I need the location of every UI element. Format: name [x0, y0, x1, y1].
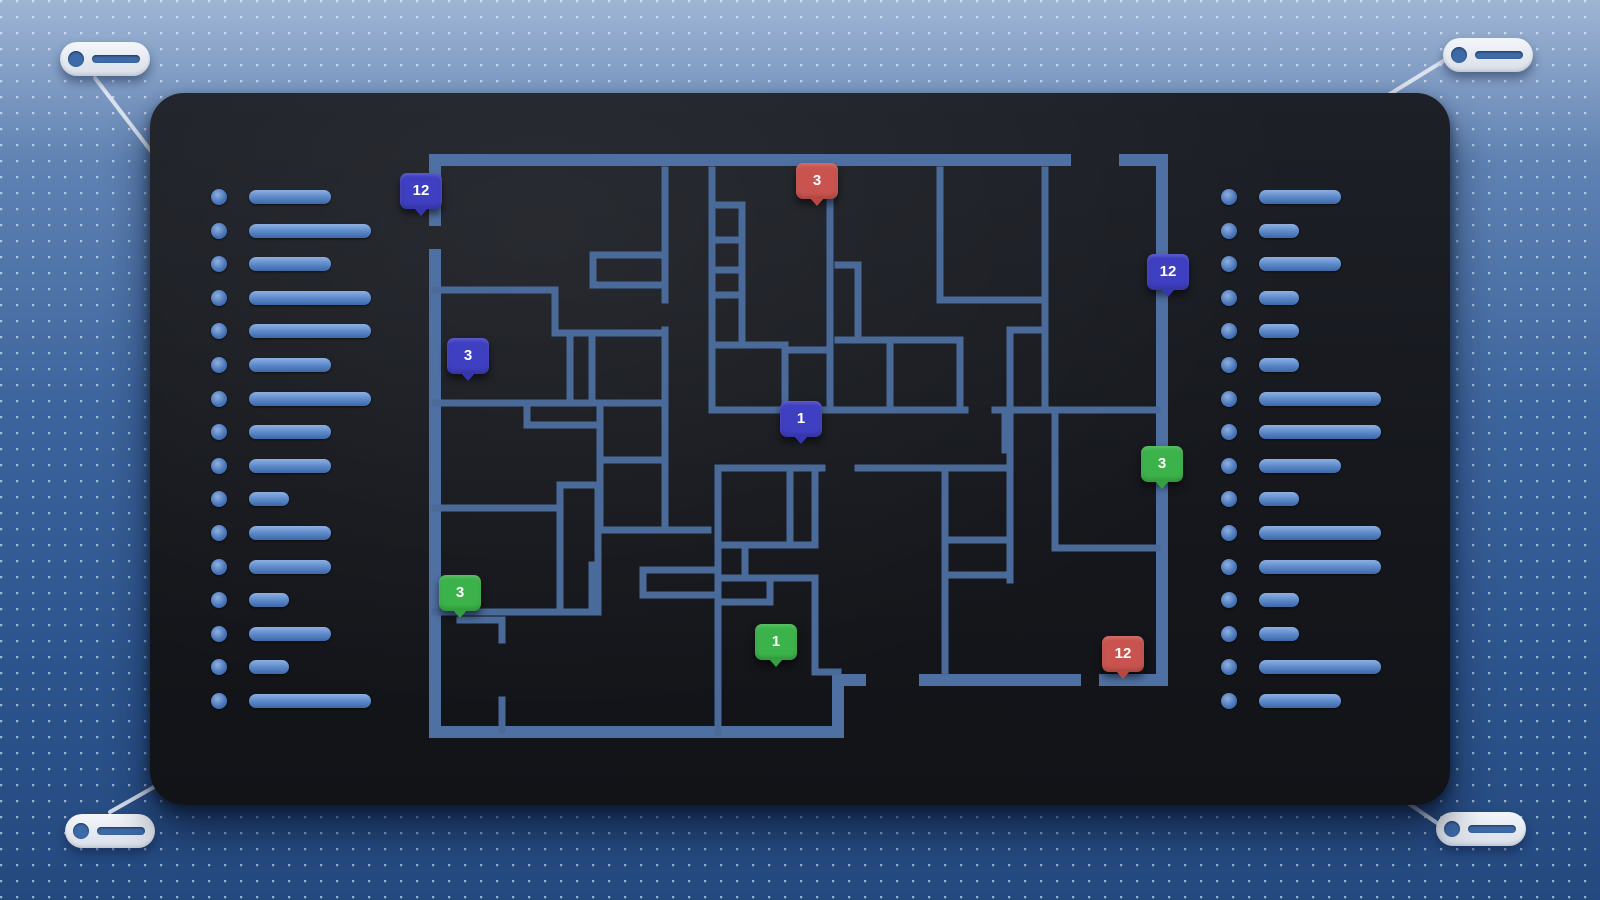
placeholder-text-bar — [249, 391, 371, 406]
bullet-dot-icon — [1221, 189, 1237, 205]
bullet-dot-icon — [1221, 659, 1237, 676]
bullet-dot-icon — [1221, 592, 1237, 609]
map-marker[interactable]: 1 — [755, 624, 797, 667]
map-marker[interactable]: 12 — [1102, 636, 1144, 679]
map-marker[interactable]: 12 — [1147, 254, 1189, 297]
toggle-bottom-right[interactable] — [1436, 812, 1526, 846]
placeholder-text-bar — [249, 458, 331, 473]
bullet-dot-icon — [1221, 222, 1237, 239]
bullet-dot-icon — [1221, 323, 1237, 340]
placeholder-text-bar — [1259, 391, 1381, 406]
placeholder-text-bar — [1259, 357, 1299, 372]
bullet-dot-icon — [211, 356, 227, 373]
placeholder-text-bar — [249, 324, 371, 339]
placeholder-text-bar — [1259, 626, 1299, 641]
bullet-dot-icon — [211, 189, 227, 205]
bullet-dot-icon — [211, 256, 227, 273]
toggle-top-left[interactable] — [60, 42, 150, 76]
placeholder-text-bar — [1259, 660, 1381, 675]
placeholder-text-bar — [1259, 559, 1381, 574]
placeholder-text-bar — [249, 525, 331, 540]
bullet-dot-icon — [211, 524, 227, 541]
placeholder-text-bar — [1259, 458, 1341, 473]
bullet-dot-icon — [211, 323, 227, 340]
bullet-dot-icon — [1221, 256, 1237, 273]
bullet-dot-icon — [211, 390, 227, 407]
placeholder-text-bar — [249, 626, 331, 641]
slider-pill-icon — [73, 823, 89, 839]
placeholder-text-bar — [249, 425, 331, 440]
slider-pill-icon — [1451, 47, 1467, 63]
map-marker[interactable]: 3 — [1141, 446, 1183, 489]
bullet-dot-icon — [211, 659, 227, 676]
bullet-dot-icon — [1221, 390, 1237, 407]
bullet-dot-icon — [1221, 692, 1237, 709]
map-marker[interactable]: 1 — [780, 401, 822, 444]
map-marker[interactable]: 12 — [400, 173, 442, 216]
bullet-dot-icon — [1221, 524, 1237, 541]
slider-pill-icon — [68, 51, 84, 67]
map-marker[interactable]: 3 — [439, 575, 481, 618]
toggle-bottom-left[interactable] — [65, 814, 155, 848]
bullet-dot-icon — [211, 491, 227, 508]
bullet-dot-icon — [211, 592, 227, 609]
placeholder-text-bar — [1259, 492, 1299, 507]
map-marker[interactable]: 3 — [796, 163, 838, 206]
bullet-dot-icon — [211, 625, 227, 642]
toggle-top-right[interactable] — [1443, 38, 1533, 72]
map-marker[interactable]: 3 — [447, 338, 489, 381]
placeholder-text-bar — [1259, 257, 1341, 272]
placeholder-text-bar — [1259, 290, 1299, 305]
placeholder-text-bar — [1259, 223, 1299, 238]
floor-plan-outer-walls — [429, 154, 1168, 738]
placeholder-text-bar — [1259, 525, 1381, 540]
bullet-dot-icon — [211, 289, 227, 306]
bullet-dot-icon — [211, 692, 227, 709]
bullet-dot-icon — [1221, 558, 1237, 575]
placeholder-text-bar — [249, 357, 331, 372]
placeholder-text-bar — [249, 492, 289, 507]
placeholder-text-bar — [1259, 593, 1299, 608]
bullet-dot-icon — [1221, 289, 1237, 306]
bullet-dot-icon — [1221, 625, 1237, 642]
placeholder-text-bar — [249, 593, 289, 608]
bullet-dot-icon — [1221, 424, 1237, 441]
bullet-dot-icon — [1221, 457, 1237, 474]
placeholder-text-bar — [249, 693, 371, 708]
placeholder-text-bar — [249, 223, 371, 238]
placeholder-text-bar — [1259, 324, 1299, 339]
bullet-dot-icon — [211, 558, 227, 575]
bullet-dot-icon — [211, 424, 227, 441]
placeholder-text-bar — [249, 290, 371, 305]
map-board — [150, 93, 1450, 805]
slider-pill-icon — [1444, 821, 1460, 837]
placeholder-text-bar — [249, 257, 331, 272]
floor-plan-interior-walls — [431, 166, 1161, 736]
placeholder-text-bar — [249, 190, 331, 204]
placeholder-text-bar — [1259, 425, 1381, 440]
placeholder-text-bar — [1259, 190, 1341, 204]
bullet-dot-icon — [211, 457, 227, 474]
bullet-dot-icon — [211, 222, 227, 239]
bullet-dot-icon — [1221, 491, 1237, 508]
placeholder-text-bar — [1259, 693, 1341, 708]
placeholder-text-bar — [249, 660, 289, 675]
bullet-dot-icon — [1221, 356, 1237, 373]
placeholder-text-bar — [249, 559, 331, 574]
